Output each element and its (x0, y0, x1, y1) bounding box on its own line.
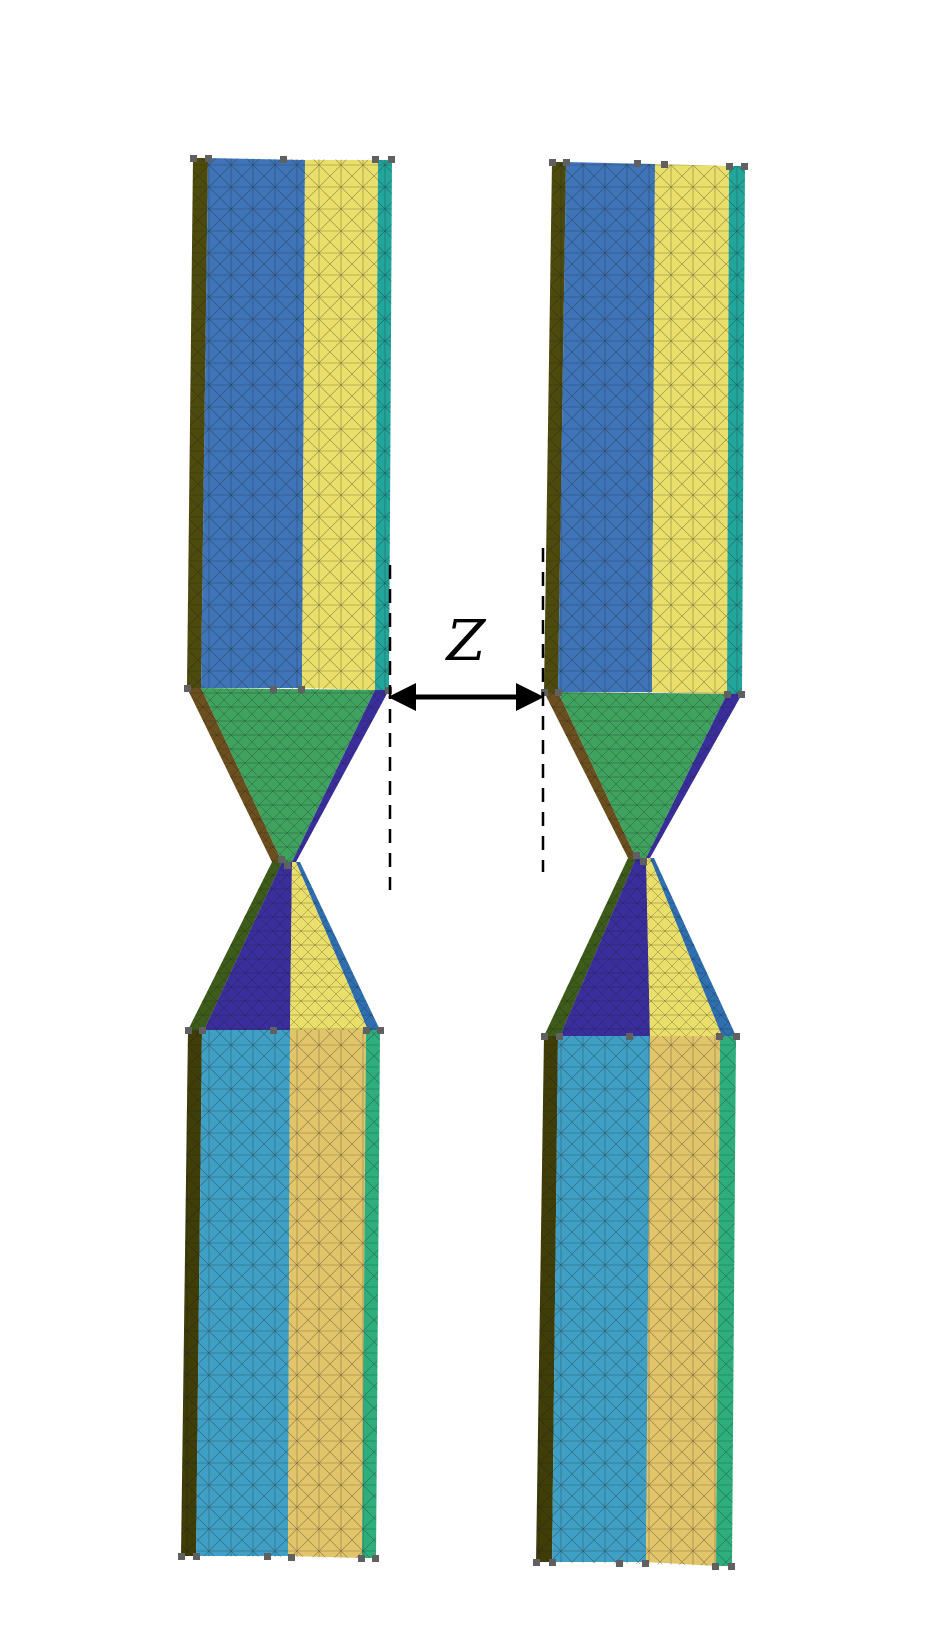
upper-shaft-right (544, 162, 745, 694)
dimension-z: Z (388, 548, 545, 890)
lower-shaft-left (181, 1030, 380, 1558)
lower-shaft-right (536, 1036, 736, 1566)
lower-cone-left (188, 862, 380, 1030)
upper-shaft-left (187, 158, 392, 690)
specimen-right (533, 159, 748, 1570)
upper-cone-right (544, 692, 742, 858)
specimen-left (178, 155, 395, 1562)
arrowhead-right (516, 683, 544, 711)
upper-cone-left (187, 688, 389, 862)
nodes-right (533, 159, 748, 1570)
arrowhead-left (388, 683, 416, 711)
lower-cone-right (544, 858, 736, 1036)
nodes-left (178, 155, 395, 1562)
dimension-label: Z (445, 609, 487, 674)
